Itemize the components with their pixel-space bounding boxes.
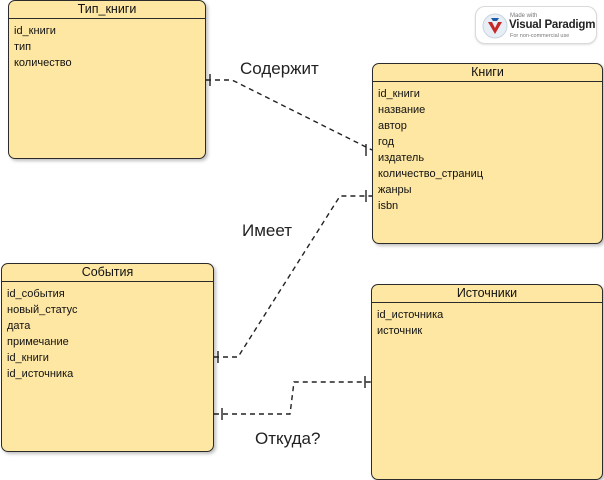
field[interactable]: год [378, 136, 395, 148]
field[interactable]: isbn [378, 200, 399, 212]
relation-line-from-where [214, 381, 371, 415]
field[interactable]: название [378, 104, 426, 116]
relation-line-contains [206, 79, 373, 151]
field[interactable]: количество_страниц [378, 168, 484, 180]
field[interactable]: дата [7, 320, 31, 332]
badge-brand: Visual Paradigm [509, 19, 596, 31]
entity-books[interactable]: Книги id_книги название автор год издате… [372, 63, 603, 244]
field[interactable]: источник [377, 325, 423, 337]
field[interactable]: id_события [7, 288, 65, 300]
entity-sources-fields: id_источника источник [372, 303, 602, 339]
field[interactable]: id_книги [378, 88, 420, 100]
entity-sources[interactable]: Источники id_источника источник [371, 284, 603, 480]
entity-events-title: События [2, 264, 213, 282]
field[interactable]: id_источника [377, 309, 444, 321]
entity-events-fields: id_события новый_статус дата примечание … [2, 282, 213, 382]
field[interactable]: примечание [7, 336, 69, 348]
relation-label-has: Имеет [242, 221, 293, 240]
entity-books-title: Книги [373, 64, 602, 82]
field[interactable]: издатель [378, 152, 425, 164]
relation-label-from-where: Откуда? [255, 429, 321, 448]
field[interactable]: количество [14, 57, 72, 69]
relation-line-has [214, 195, 372, 358]
visual-paradigm-badge: Made with Visual Paradigm For non-commer… [475, 6, 597, 44]
entity-book-type-title: Тип_книги [9, 1, 205, 19]
field[interactable]: id_книги [7, 352, 49, 364]
badge-note: For non-commercial use [510, 33, 570, 39]
entity-sources-title: Источники [372, 285, 602, 303]
entity-books-fields: id_книги название автор год издатель кол… [373, 82, 602, 214]
entity-events[interactable]: События id_события новый_статус дата при… [1, 263, 214, 452]
relation-label-contains: Содержит [240, 59, 319, 78]
visual-paradigm-logo-icon [482, 13, 508, 39]
field[interactable]: автор [378, 120, 407, 132]
entity-book-type-fields: id_книги тип количество [9, 19, 205, 71]
field[interactable]: тип [14, 41, 32, 53]
field[interactable]: новый_статус [7, 304, 78, 316]
badge-made-with: Made with [510, 13, 538, 19]
field[interactable]: жанры [378, 184, 412, 196]
field[interactable]: id_книги [14, 25, 56, 37]
entity-book-type[interactable]: Тип_книги id_книги тип количество [8, 0, 206, 159]
field[interactable]: id_источника [7, 368, 74, 380]
